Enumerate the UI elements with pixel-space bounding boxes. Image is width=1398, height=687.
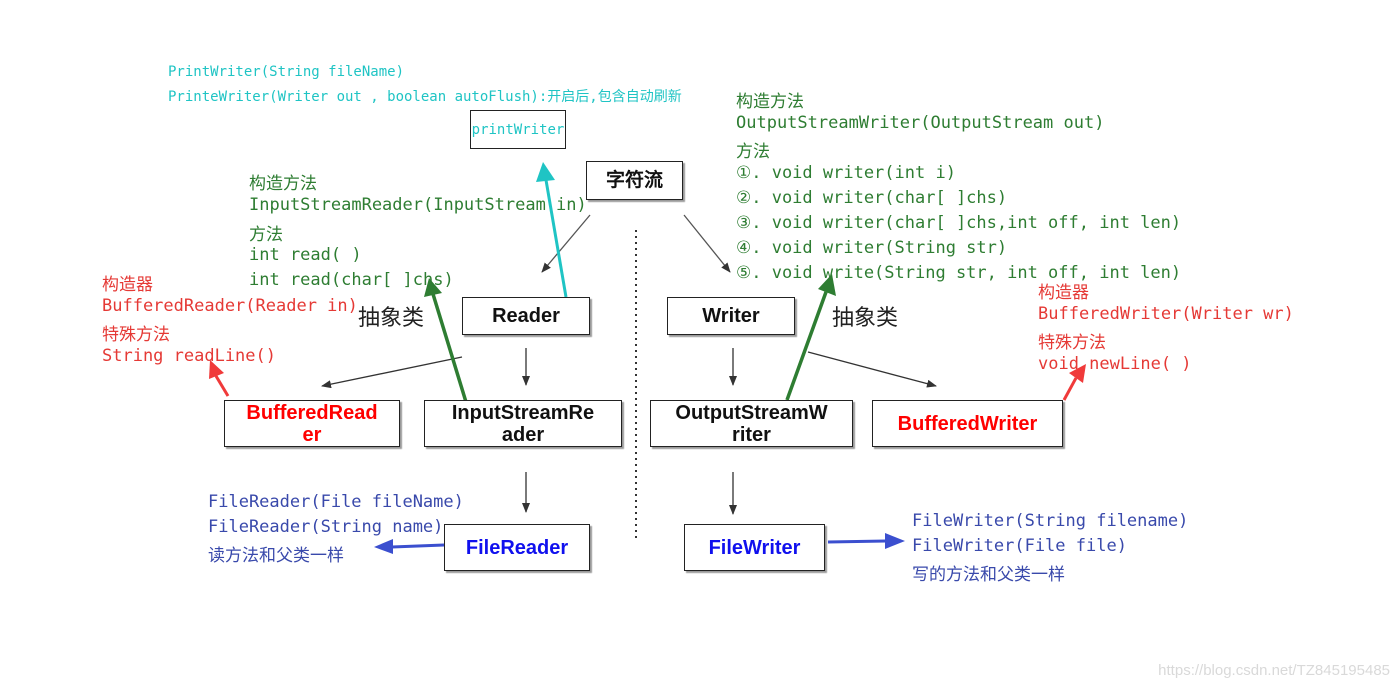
box-file-writer: FileWriter bbox=[684, 524, 825, 571]
note-br-4: String readLine() bbox=[102, 346, 276, 366]
note-br-2: BufferedReader(Reader in) bbox=[102, 296, 358, 316]
note-fr-2: FileReader(String name) bbox=[208, 517, 444, 537]
note-fw-3: 写的方法和父类一样 bbox=[912, 565, 1065, 585]
note-osw-5: ②. void writer(char[ ]chs) bbox=[736, 188, 1008, 208]
box-print-writer: printWriter bbox=[470, 110, 566, 149]
blue-pointer-arrow-right bbox=[827, 533, 905, 549]
box-isr-line1: InputStreamRe bbox=[451, 401, 595, 424]
note-br-3: 特殊方法 bbox=[102, 325, 170, 345]
watermark: https://blog.csdn.net/TZ845195485 bbox=[1158, 662, 1390, 679]
abstract-label-right: 抽象类 bbox=[832, 306, 899, 331]
arrow-charstream-to-writer bbox=[683, 214, 731, 273]
green-pointer-arrow-right bbox=[785, 274, 836, 401]
abstract-label-left: 抽象类 bbox=[358, 306, 425, 331]
blue-pointer-arrow-left bbox=[374, 539, 445, 554]
box-output-stream-writer: OutputStreamW riter bbox=[650, 400, 853, 447]
box-print-writer-label: printWriter bbox=[471, 121, 565, 138]
note-isr-3: 方法 bbox=[249, 225, 283, 245]
box-file-writer-label: FileWriter bbox=[708, 536, 801, 559]
box-osw-line1: OutputStreamW bbox=[675, 401, 828, 424]
green-pointer-arrow-left bbox=[424, 278, 468, 403]
note-isr-4: int read( ) bbox=[249, 245, 362, 265]
note-isr-1: 构造方法 bbox=[249, 174, 317, 194]
box-file-reader: FileReader bbox=[444, 524, 590, 571]
note-osw-3: 方法 bbox=[736, 142, 770, 162]
note-osw-1: 构造方法 bbox=[736, 92, 804, 112]
box-buffered-writer-label: BufferedWriter bbox=[897, 412, 1038, 435]
box-writer: Writer bbox=[667, 297, 795, 335]
note-fw-1: FileWriter(String filename) bbox=[912, 511, 1189, 531]
box-buffered-reader-line1: BufferedRead bbox=[246, 401, 378, 424]
red-pointer-arrow-left bbox=[209, 360, 230, 397]
note-osw-2: OutputStreamWriter(OutputStream out) bbox=[736, 113, 1105, 133]
note-isr-2: InputStreamReader(InputStream in) bbox=[249, 195, 587, 215]
box-reader: Reader bbox=[462, 297, 590, 335]
box-char-stream: 字符流 bbox=[586, 161, 683, 200]
note-br-1: 构造器 bbox=[102, 275, 153, 295]
note-bw-2: BufferedWriter(Writer wr) bbox=[1038, 304, 1294, 324]
box-buffered-reader: BufferedRead er bbox=[224, 400, 400, 447]
note-osw-7: ④. void writer(String str) bbox=[736, 238, 1008, 258]
note-bw-1: 构造器 bbox=[1038, 283, 1089, 303]
arrow-writer-to-bufferedwriter bbox=[807, 351, 937, 388]
box-file-reader-label: FileReader bbox=[465, 536, 569, 559]
note-bw-4: void newLine( ) bbox=[1038, 354, 1192, 374]
arrow-charstream-to-reader bbox=[541, 214, 591, 273]
box-isr-line2: ader bbox=[501, 423, 545, 446]
note-print-writer-2: PrinteWriter(Writer out , boolean autoFl… bbox=[168, 89, 682, 105]
note-isr-5: int read(char[ ]chs) bbox=[249, 270, 454, 290]
note-fw-2: FileWriter(File file) bbox=[912, 536, 1127, 556]
box-buffered-reader-line2: er bbox=[302, 423, 322, 446]
red-pointer-arrow-right bbox=[1062, 364, 1086, 401]
note-fr-3: 读方法和父类一样 bbox=[208, 546, 344, 566]
box-reader-label: Reader bbox=[492, 305, 560, 327]
note-osw-6: ③. void writer(char[ ]chs,int off, int l… bbox=[736, 213, 1182, 233]
note-bw-3: 特殊方法 bbox=[1038, 333, 1106, 353]
note-osw-4: ①. void writer(int i) bbox=[736, 163, 956, 183]
arrow-reader-to-bufferedreader bbox=[321, 356, 463, 389]
box-buffered-writer: BufferedWriter bbox=[872, 400, 1063, 447]
note-fr-1: FileReader(File fileName) bbox=[208, 492, 464, 512]
box-input-stream-reader: InputStreamRe ader bbox=[424, 400, 622, 447]
cyan-pointer-arrow bbox=[536, 162, 568, 298]
note-print-writer-1: PrintWriter(String fileName) bbox=[168, 64, 405, 80]
note-osw-8: ⑤. void write(String str, int off, int l… bbox=[736, 263, 1182, 283]
box-osw-line2: riter bbox=[732, 423, 771, 446]
box-writer-label: Writer bbox=[702, 305, 760, 327]
box-char-stream-label: 字符流 bbox=[605, 169, 663, 191]
